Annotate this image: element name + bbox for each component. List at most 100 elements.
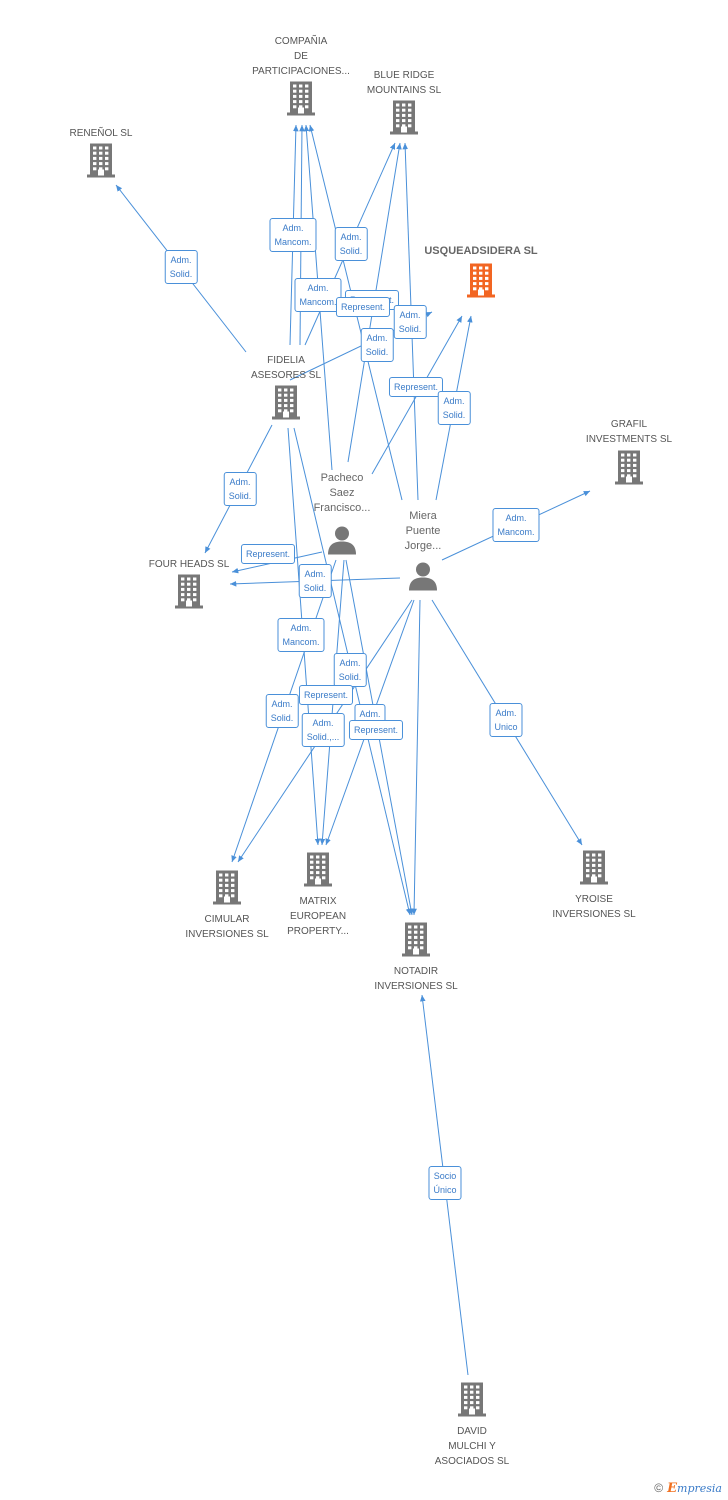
node-label-line: INVERSIONES SL xyxy=(374,981,458,992)
node-label-line: Francisco... xyxy=(313,502,371,514)
relation-label-line: Solid.,... xyxy=(306,732,340,742)
node-label-usquead[interactable]: USQUEADSIDERA SL xyxy=(424,244,537,259)
node-label-line: BLUE RIDGE xyxy=(373,70,435,81)
node-label-line: MOUNTAINS SL xyxy=(366,85,442,96)
node-label-line: ASESORES SL xyxy=(250,370,322,381)
main-company-icon[interactable] xyxy=(467,263,495,303)
node-label-line: INVERSIONES SL xyxy=(185,929,269,940)
relation-label-line: Mancom. xyxy=(282,637,320,647)
node-label-line: GRAFIL xyxy=(610,419,648,430)
node-label-compania[interactable]: COMPAÑIA DE PARTICIPACIONES... xyxy=(252,34,350,79)
relation-label-line: Mancom. xyxy=(497,527,535,537)
relation-label[interactable]: Adm. Mancom. xyxy=(269,218,317,252)
relation-label[interactable]: Adm.Solid. xyxy=(164,250,198,284)
node-label-line: Jorge... xyxy=(404,540,442,552)
relation-label[interactable]: Represent. xyxy=(298,685,354,705)
relation-label-line: Único xyxy=(433,1185,457,1195)
footer-credit[interactable]: ©Empresia xyxy=(654,1481,722,1496)
relation-label[interactable]: Adm.Mancom. xyxy=(492,508,540,542)
relation-label-line: Adm. xyxy=(399,310,421,320)
relation-label[interactable]: Adm. Solid. xyxy=(360,328,394,362)
company-icon[interactable] xyxy=(615,450,643,490)
relation-label[interactable]: Represent. xyxy=(348,720,404,740)
relation-label-line: Adm. xyxy=(307,283,329,293)
copyright-symbol: © xyxy=(654,1481,664,1495)
brand-initial: E xyxy=(667,1481,678,1496)
node-label-line: PARTICIPACIONES... xyxy=(252,66,350,77)
relation-label[interactable]: Adm.Mancom. xyxy=(277,618,325,652)
company-icon[interactable] xyxy=(458,1382,486,1422)
relation-label-line: Represent. xyxy=(303,690,349,700)
relation-label[interactable]: Represent. xyxy=(388,377,444,397)
node-label-line: DE xyxy=(294,51,308,62)
company-icon[interactable] xyxy=(272,385,300,425)
relation-label-line: Adm. xyxy=(443,396,465,406)
relation-label[interactable]: Adm.Solid.,... xyxy=(301,713,345,747)
node-label-line: YROISE xyxy=(575,894,613,905)
company-icon[interactable] xyxy=(304,852,332,892)
relation-label[interactable]: Adm.Solid. xyxy=(223,472,257,506)
relation-label[interactable]: Adm.Mancom. xyxy=(294,278,342,312)
node-label-line: CIMULAR xyxy=(204,914,250,925)
company-icon[interactable] xyxy=(175,574,203,614)
relation-label[interactable]: Represent. xyxy=(240,544,296,564)
node-label-line: MATRIX xyxy=(299,896,337,907)
node-label-line: DAVID xyxy=(457,1426,487,1437)
company-icon[interactable] xyxy=(390,100,418,140)
relation-label-line: Represent. xyxy=(340,302,386,312)
relation-label-line: Adm. xyxy=(229,477,251,487)
node-label-notadir[interactable]: NOTADIR INVERSIONES SL xyxy=(374,964,457,994)
relation-label-line: Adm. xyxy=(282,223,304,233)
relation-label-line: Adm. xyxy=(339,658,361,668)
relation-label-line: Adm. xyxy=(366,333,388,343)
brand-name: mpresia xyxy=(677,1482,722,1495)
node-label-line: ASOCIADOS SL xyxy=(434,1456,510,1467)
node-label-fourheads[interactable]: FOUR HEADS SL xyxy=(149,557,230,572)
company-icon[interactable] xyxy=(213,870,241,910)
node-label-blueridge[interactable]: BLUE RIDGE MOUNTAINS SL xyxy=(367,68,441,98)
company-icon[interactable] xyxy=(580,850,608,890)
node-label-line: FIDELIA xyxy=(267,355,305,366)
relation-label-line: Adm. xyxy=(304,569,326,579)
node-label-line: COMPAÑIA xyxy=(274,36,328,47)
relation-label-line: Unico xyxy=(494,722,518,732)
node-label-line: PROPERTY... xyxy=(287,926,349,937)
relation-label-line: Adm. xyxy=(495,708,517,718)
relation-label-line: Solid. xyxy=(339,246,363,256)
relation-label-line: Represent. xyxy=(393,382,439,392)
relation-label[interactable]: Adm. Solid. xyxy=(333,653,367,687)
relation-label[interactable]: Adm.Solid. xyxy=(265,694,299,728)
node-label-line: NOTADIR xyxy=(393,966,439,977)
node-label-line: RENEÑOL SL xyxy=(69,128,133,139)
relation-label[interactable]: Adm.Solid. xyxy=(298,564,332,598)
relation-label[interactable]: Represent. xyxy=(335,297,391,317)
node-label-fidelia[interactable]: FIDELIA ASESORES SL xyxy=(251,353,321,383)
relation-label[interactable]: Adm. Solid. xyxy=(393,305,427,339)
relation-label-line: Mancom. xyxy=(274,237,312,247)
relation-label-line: Adm. xyxy=(170,255,192,265)
node-label-renenol[interactable]: RENEÑOL SL xyxy=(70,126,133,141)
node-label-line: Saez xyxy=(329,487,355,499)
company-icon[interactable] xyxy=(402,922,430,962)
node-label-line: USQUEADSIDERA SL xyxy=(424,245,538,257)
relation-label[interactable]: Adm.Solid. xyxy=(437,391,471,425)
person-icon[interactable] xyxy=(327,525,357,560)
relation-label-line: Solid. xyxy=(365,347,389,357)
person-icon[interactable] xyxy=(408,561,438,596)
node-label-line: FOUR HEADS SL xyxy=(148,559,230,570)
company-icon[interactable] xyxy=(87,143,115,183)
node-label-line: Pacheco xyxy=(320,472,364,484)
relation-label-line: Solid. xyxy=(338,672,362,682)
node-label-cimular[interactable]: CIMULAR INVERSIONES SL xyxy=(185,912,268,942)
relation-label-line: Solid. xyxy=(398,324,422,334)
relation-label[interactable]: Adm. Unico xyxy=(489,703,523,737)
company-icon[interactable] xyxy=(287,81,315,121)
relation-label[interactable]: Adm.Solid. xyxy=(334,227,368,261)
